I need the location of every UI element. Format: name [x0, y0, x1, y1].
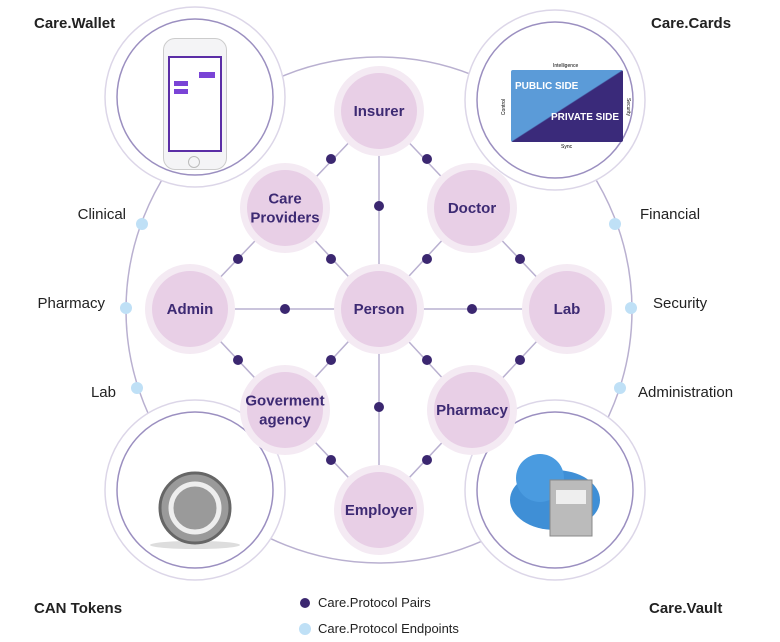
- protocol-pair-dot: [515, 355, 525, 365]
- endpoint-label-clinical: Clinical: [77, 206, 126, 223]
- protocol-pair-dot: [233, 355, 243, 365]
- coin-shadow: [150, 541, 240, 549]
- protocol-pair-dot: [374, 201, 384, 211]
- care-card-image: PUBLIC SIDE PRIVATE SIDE: [511, 70, 623, 142]
- node-insurer: [341, 73, 417, 149]
- protocol-endpoint-dot: [120, 302, 132, 314]
- node-employer: [341, 472, 417, 548]
- protocol-pair-dot: [422, 355, 432, 365]
- protocol-pair-dot: [326, 254, 336, 264]
- phone-image: [163, 38, 227, 170]
- protocol-pair-dot: [326, 455, 336, 465]
- endpoint-label-administration: Administration: [638, 384, 734, 401]
- node-goverment-agency-label: Goverment: [245, 393, 324, 410]
- protocol-endpoint-dot: [625, 302, 637, 314]
- node-employer-label: Employer: [345, 502, 414, 519]
- endpoint-label-lab: Lab: [90, 384, 116, 401]
- node-insurer-label: Insurer: [354, 103, 405, 120]
- legend-pairs-label: Care.Protocol Pairs: [318, 595, 431, 610]
- legend-pair-dot: [300, 598, 310, 608]
- protocol-pair-dot: [422, 455, 432, 465]
- node-pharmacy: [434, 372, 510, 448]
- protocol-pair-dot: [467, 304, 477, 314]
- node-goverment-agency: [247, 372, 323, 448]
- node-admin: [152, 271, 228, 347]
- coin-emblem: [168, 481, 222, 535]
- care-vault-label: Care.Vault: [649, 600, 723, 617]
- cabinet-drawer: [556, 490, 586, 504]
- protocol-endpoint-dot: [131, 382, 143, 394]
- node-lab: [529, 271, 605, 347]
- protocol-endpoint-dot: [136, 218, 148, 230]
- node-person-label: Person: [354, 301, 405, 318]
- endpoint-label-financial: Financial: [640, 206, 701, 223]
- protocol-pair-dot: [515, 254, 525, 264]
- file-cabinet-icon: [549, 479, 593, 537]
- node-goverment-agency-label: agency: [259, 412, 311, 429]
- endpoint-label-security: Security: [653, 295, 708, 312]
- protocol-pair-dot: [374, 402, 384, 412]
- legend-endpoints-label: Care.Protocol Endpoints: [318, 621, 459, 636]
- card-control: Control: [501, 98, 508, 116]
- protocol-endpoint-dot: [609, 218, 621, 230]
- protocol-endpoint-dot: [614, 382, 626, 394]
- protocol-pair-dot: [422, 254, 432, 264]
- public-side-text: PUBLIC SIDE: [515, 81, 579, 92]
- node-person: [341, 271, 417, 347]
- node-doctor-label: Doctor: [448, 200, 496, 217]
- endpoint-label-pharmacy: Pharmacy: [37, 295, 105, 312]
- protocol-pair-dot: [280, 304, 290, 314]
- private-side-text: PRIVATE SIDE: [551, 112, 619, 123]
- protocol-pair-dot: [326, 154, 336, 164]
- node-care-providers-label: Providers: [250, 210, 319, 227]
- can-tokens-label: CAN Tokens: [34, 600, 123, 617]
- node-care-providers-label: Care: [268, 191, 301, 208]
- node-pharmacy-label: Pharmacy: [436, 402, 508, 419]
- card-security: Security: [625, 97, 632, 117]
- node-lab-label: Lab: [554, 301, 581, 318]
- protocol-pair-dot: [326, 355, 336, 365]
- protocol-pair-dot: [422, 154, 432, 164]
- care-wallet-label: Care.Wallet: [34, 15, 116, 32]
- node-doctor: [434, 170, 510, 246]
- node-care-providers: [247, 170, 323, 246]
- card-intelligence: Intelligence: [553, 63, 579, 69]
- legend-endpoint-dot: [299, 623, 311, 635]
- node-admin-label: Admin: [167, 301, 214, 318]
- card-sync: Sync: [561, 144, 573, 150]
- protocol-pair-dot: [233, 254, 243, 264]
- care-cards-label: Care.Cards: [651, 15, 732, 32]
